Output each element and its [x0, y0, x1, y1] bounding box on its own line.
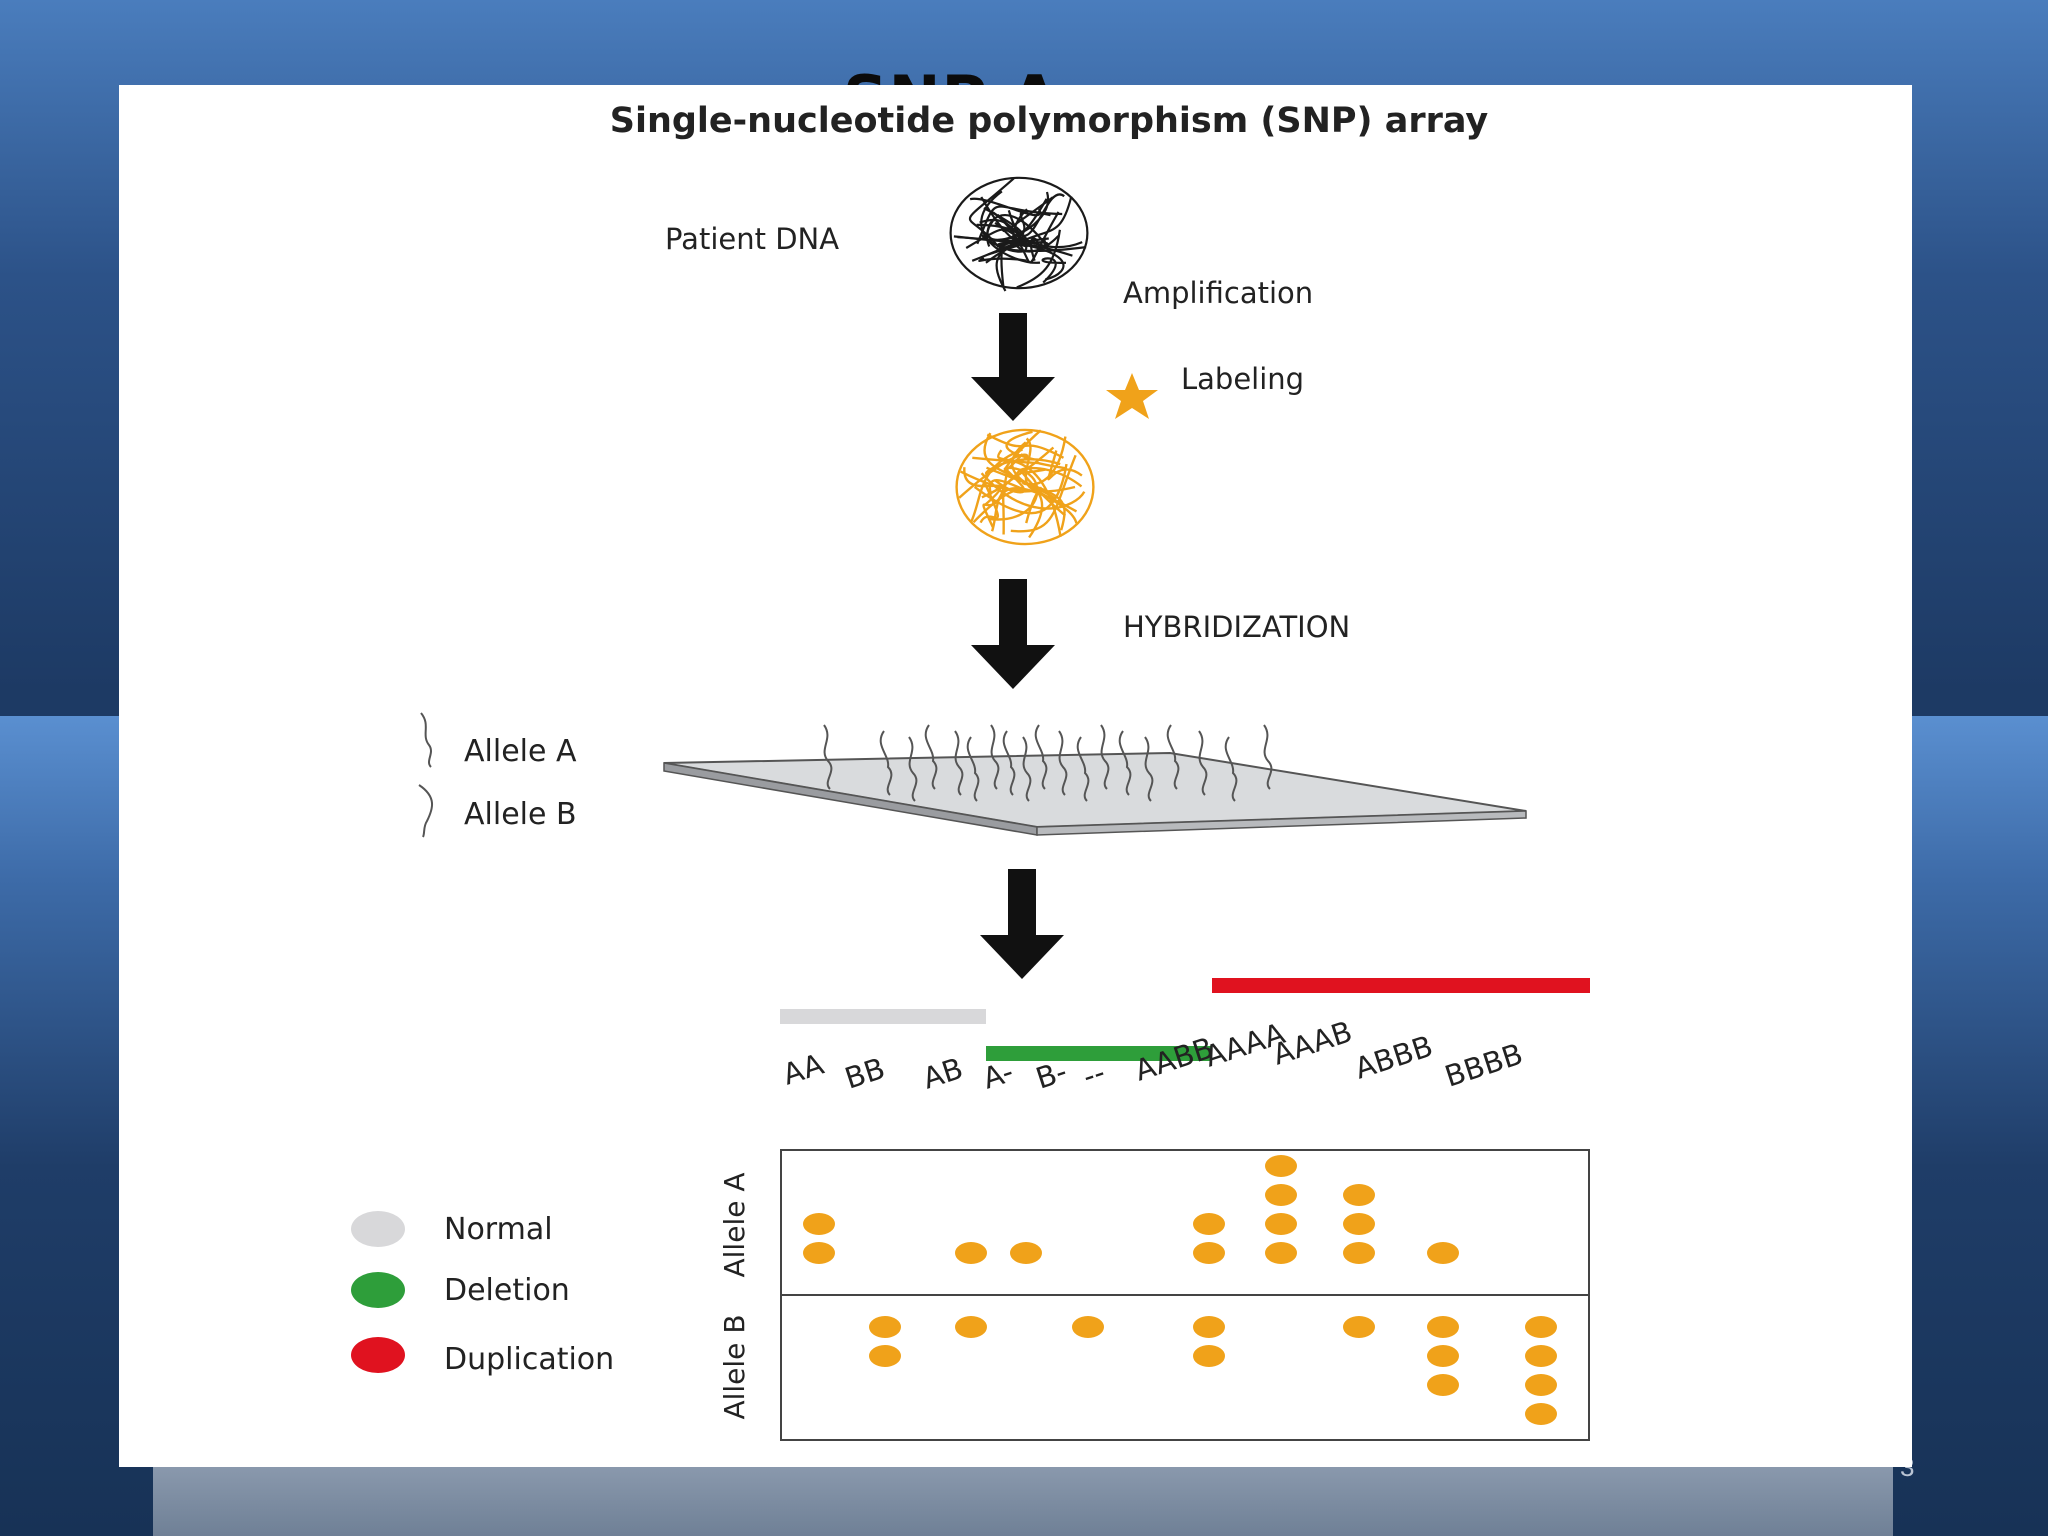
genotype-label: AAAB [1269, 1014, 1357, 1071]
allele-dot [1427, 1345, 1459, 1367]
genotype-label: AA [779, 1047, 828, 1092]
microarray-chip [663, 751, 1527, 836]
probe-strand [1118, 730, 1132, 796]
probe-strand [1224, 736, 1238, 802]
genotype-label: BB [841, 1051, 889, 1096]
probe-strand [924, 724, 938, 790]
allele-dot [1343, 1316, 1375, 1338]
probe-strand [1198, 730, 1208, 796]
allele-dot [1265, 1184, 1297, 1206]
genotype-label: BBBB [1441, 1037, 1527, 1094]
allele-dot [1010, 1242, 1042, 1264]
snp-array-figure: Single-nucleotide polymorphism (SNP) arr… [351, 101, 1590, 1441]
probe-strand [1263, 724, 1273, 790]
duplication-legend-label: Duplication [444, 1342, 614, 1377]
amplification-label: Amplification [1123, 276, 1313, 310]
probe-strand [879, 730, 893, 796]
star-icon [1106, 373, 1158, 419]
allele-dot [1193, 1213, 1225, 1235]
allele-dot [803, 1213, 835, 1235]
allele-dot [1525, 1316, 1557, 1338]
allele-dot [955, 1242, 987, 1264]
deletion-range-bar [986, 1046, 1212, 1061]
allele-dot [1193, 1316, 1225, 1338]
labeled-dna-tangle-icon [955, 428, 1095, 546]
duplication-range-bar [1212, 978, 1590, 993]
allele-dot [1265, 1213, 1297, 1235]
allele-dot [1072, 1316, 1104, 1338]
probe-strand [966, 736, 980, 802]
allele-dot [1265, 1155, 1297, 1177]
allele-dot [1265, 1242, 1297, 1264]
allele-a-axis-label: Allele A [718, 1173, 751, 1278]
normal-legend-swatch [351, 1211, 405, 1247]
allele-dot [955, 1316, 987, 1338]
genotype-label: AB [919, 1051, 967, 1096]
arrow-down-icon [971, 579, 1055, 689]
hybridization-label: HYBRIDIZATION [1123, 610, 1350, 644]
allele-b-axis-label: Allele B [718, 1314, 751, 1419]
figure-panel: Single-nucleotide polymorphism (SNP) arr… [119, 85, 1912, 1467]
allele-dot [803, 1242, 835, 1264]
probe-strand [1022, 736, 1032, 802]
probe-strand [1058, 730, 1068, 796]
patient-dna-label: Patient DNA [665, 222, 839, 256]
allele-dot [1427, 1374, 1459, 1396]
allele-dot [1525, 1345, 1557, 1367]
probe-strand [1034, 724, 1048, 790]
deletion-legend-label: Deletion [444, 1273, 570, 1308]
probe-strand [1144, 736, 1154, 802]
allele-dot [869, 1345, 901, 1367]
figure-title: Single-nucleotide polymorphism (SNP) arr… [610, 101, 1489, 141]
allele-dot [1427, 1316, 1459, 1338]
allele-dots [803, 1155, 1557, 1425]
allele-dot [1525, 1403, 1557, 1425]
allele-dot [1427, 1242, 1459, 1264]
normal-range-bar [780, 1009, 986, 1024]
allele-a-strand-icon [420, 712, 432, 768]
normal-legend-label: Normal [444, 1212, 553, 1247]
allele-dot [1193, 1345, 1225, 1367]
allele-b-legend-label: Allele B [464, 797, 577, 832]
probe-strand [1100, 724, 1110, 790]
allele-dot [1343, 1184, 1375, 1206]
probe-strand [908, 736, 918, 802]
allele-dot [869, 1316, 901, 1338]
arrow-down-icon [971, 313, 1055, 421]
genotype-label: ABBB [1351, 1029, 1437, 1086]
arrow-down-icon [980, 869, 1064, 979]
copy-number-legend: Normal Deletion Duplication [351, 1211, 614, 1377]
probe-strand [990, 724, 1000, 790]
allele-a-legend-label: Allele A [464, 734, 577, 769]
slide-footer-bar [153, 1466, 1893, 1536]
chip-probes [823, 724, 1273, 802]
deletion-legend-swatch [351, 1272, 405, 1308]
probe-strand [823, 724, 833, 790]
probe-strand [1076, 736, 1090, 802]
labeling-label: Labeling [1181, 362, 1304, 396]
probe-strand [1166, 724, 1180, 790]
probe-strand [1002, 730, 1016, 796]
genotype-plot [780, 1149, 1590, 1441]
allele-dot [1525, 1374, 1557, 1396]
allele-dot [1343, 1213, 1375, 1235]
allele-dot [1193, 1242, 1225, 1264]
probe-strand [954, 730, 964, 796]
allele-b-strand-icon [418, 784, 433, 838]
duplication-legend-swatch [351, 1337, 405, 1373]
allele-dot [1343, 1242, 1375, 1264]
patient-dna-tangle-icon [949, 176, 1089, 292]
